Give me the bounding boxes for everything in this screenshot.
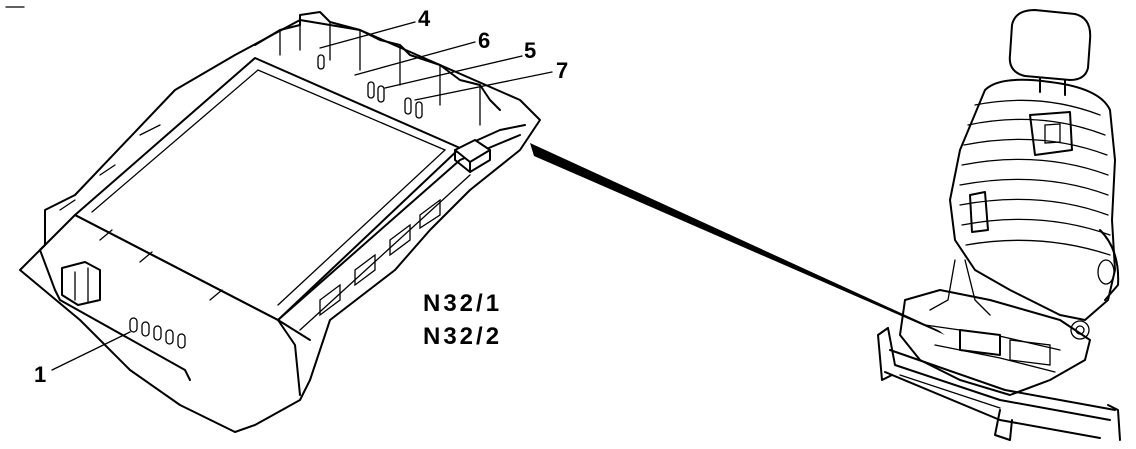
leader-lines	[51, 21, 553, 371]
callout-6: 6	[478, 28, 491, 53]
leader-line-4	[319, 21, 416, 49]
control-module	[19, 11, 541, 433]
callout-4: 4	[418, 6, 431, 31]
leader-line-1	[51, 331, 131, 371]
seat-illustration	[877, 9, 1121, 441]
component-code-n32-1: N32/1	[423, 290, 503, 317]
leader-line-7	[414, 71, 553, 101]
callout-7: 7	[556, 58, 569, 83]
leader-line-5	[384, 55, 523, 89]
leader-line-6	[354, 41, 476, 76]
component-code-n32-2: N32/2	[423, 323, 503, 350]
callout-1: 1	[34, 362, 47, 387]
callout-5: 5	[524, 38, 537, 63]
